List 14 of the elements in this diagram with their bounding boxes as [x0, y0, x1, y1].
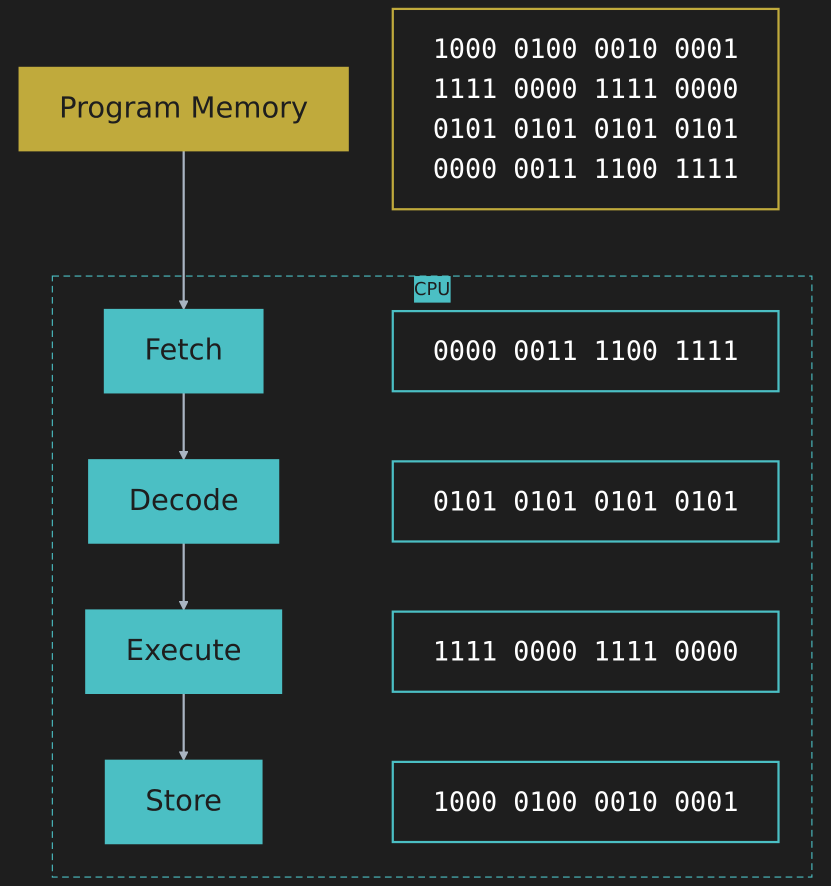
arrow [178, 693, 189, 761]
arrow [178, 150, 189, 310]
node-box: 1000 0100 0010 0001 1111 0000 1111 0000 0101 0101 0101 0101 0000 0011 1100 1111 [392, 8, 780, 210]
node-box: Fetch [104, 308, 264, 394]
node-box: 1111 0000 1111 0000 [392, 610, 780, 693]
arrow [178, 543, 189, 610]
node-box: Execute [85, 609, 282, 694]
node-box: Decode [88, 459, 280, 544]
node-box: 0101 0101 0101 0101 [392, 460, 780, 543]
node-box: 0000 0011 1100 1111 [392, 310, 780, 392]
node-box: Store [104, 760, 263, 844]
node-box: 1000 0100 0010 0001 [392, 760, 780, 844]
arrow [178, 392, 189, 460]
node-box: Program Memory [18, 66, 349, 152]
